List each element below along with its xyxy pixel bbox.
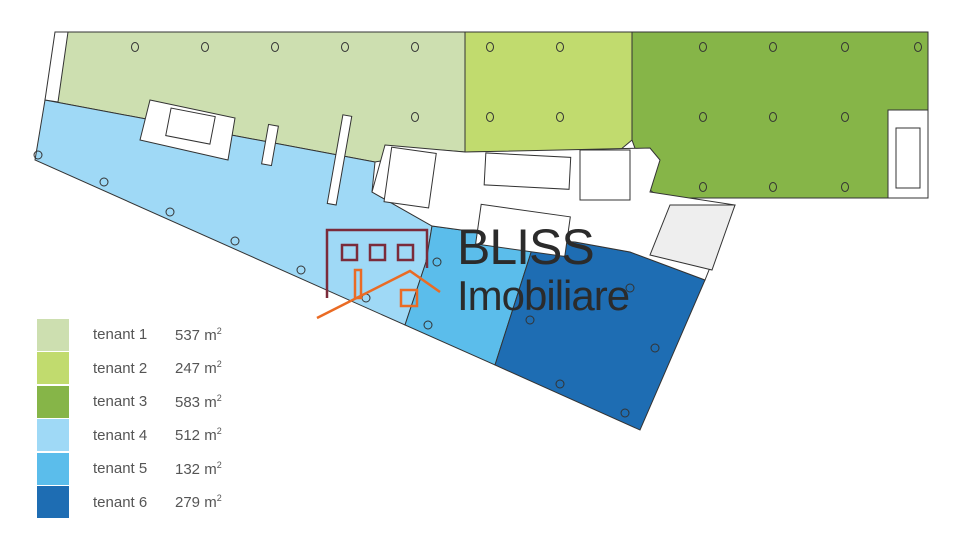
legend-area: 279 m2 [175, 493, 222, 512]
legend-area: 132 m2 [175, 459, 222, 478]
legend-item-tenant-6: tenant 6 279 m2 [37, 486, 222, 520]
legend-item-tenant-4: tenant 4 512 m2 [37, 419, 222, 453]
legend-swatch [37, 419, 69, 452]
legend-item-tenant-3: tenant 3 583 m2 [37, 385, 222, 419]
legend-item-tenant-5: tenant 5 132 m2 [37, 452, 222, 486]
legend-area: 247 m2 [175, 359, 222, 378]
logo-text-imobiliare: Imobiliare [457, 272, 630, 319]
legend-item-tenant-1: tenant 1 537 m2 [37, 318, 222, 352]
legend-swatch [37, 318, 69, 351]
tenant-3-area[interactable] [631, 31, 929, 199]
legend-item-tenant-2: tenant 2 247 m2 [37, 352, 222, 386]
legend-label: tenant 4 [93, 426, 148, 444]
legend-swatch [37, 452, 69, 485]
structural-columns [33, 42, 922, 418]
legend-swatch [37, 352, 69, 385]
legend-label: tenant 6 [93, 493, 148, 511]
logo-text-bliss: BLISS [457, 219, 595, 275]
legend-label: tenant 3 [93, 393, 148, 411]
outer-wall-left [44, 31, 69, 103]
legend-swatch [37, 385, 69, 418]
legend-area: 512 m2 [175, 426, 222, 445]
legend-label: tenant 2 [93, 359, 148, 377]
legend-label: tenant 1 [93, 326, 148, 344]
legend-area: 583 m2 [175, 392, 222, 411]
legend-swatch [37, 486, 69, 519]
tenant-2-area[interactable] [464, 31, 633, 153]
legend-label: tenant 5 [93, 460, 148, 478]
legend: tenant 1 537 m2 tenant 2 247 m2 tenant 3 58… [37, 318, 222, 519]
legend-area: 537 m2 [175, 325, 222, 344]
logo-house-icon [316, 228, 441, 320]
